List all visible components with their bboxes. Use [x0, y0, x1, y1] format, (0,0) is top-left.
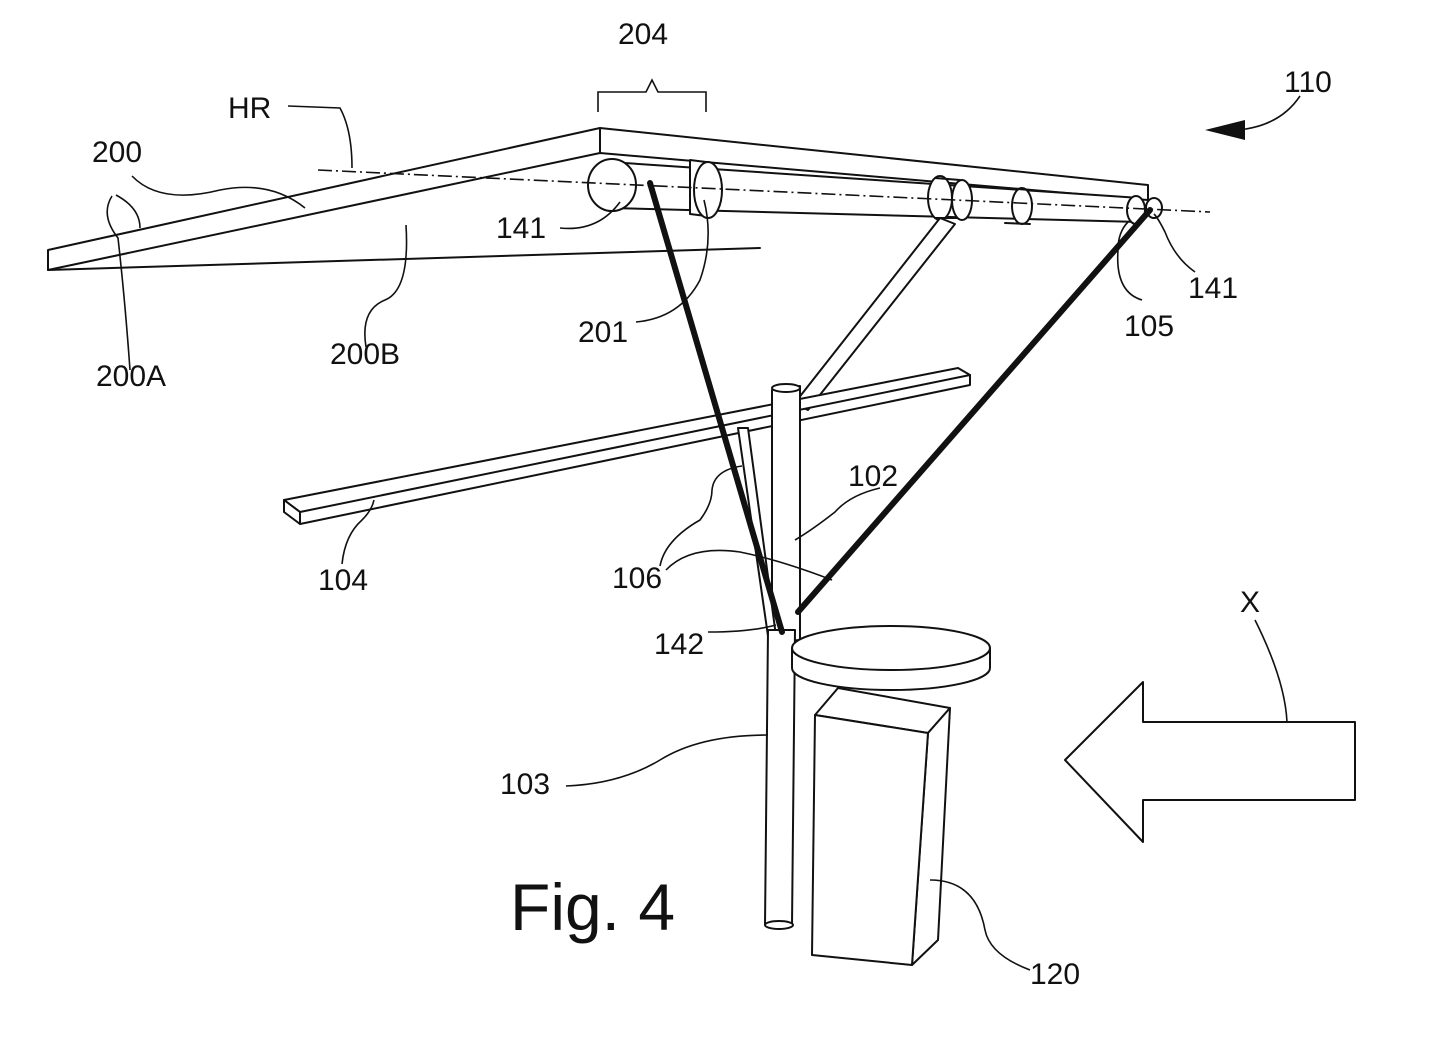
label-142: 142 [654, 628, 704, 661]
label-106: 106 [612, 562, 662, 595]
brace-106 [738, 428, 776, 636]
pole-103 [765, 630, 795, 925]
label-200b: 200B [330, 338, 400, 371]
label-102: 102 [848, 460, 898, 493]
wind-arrow-x [1065, 682, 1355, 842]
label-120: 120 [1030, 958, 1080, 991]
label-204: 204 [618, 18, 668, 51]
label-200: 200 [92, 136, 142, 169]
label-hr: HR [228, 92, 271, 125]
label-200a: 200A [96, 360, 166, 393]
figure-caption: Fig. 4 [510, 870, 675, 944]
label-104: 104 [318, 564, 368, 597]
label-110: 110 [1284, 66, 1332, 99]
arrow-110 [1205, 96, 1300, 140]
cross-beam-104 [284, 368, 970, 524]
label-141-left: 141 [496, 212, 546, 245]
label-x: X [1240, 586, 1260, 619]
cable-right [798, 210, 1150, 612]
label-105: 105 [1124, 310, 1174, 343]
label-103: 103 [500, 768, 550, 801]
box-120 [812, 688, 950, 965]
bracket-204 [598, 80, 706, 112]
label-201: 201 [578, 316, 628, 349]
turntable-disc [792, 626, 990, 690]
leader-lines [107, 106, 1287, 970]
label-141-right: 141 [1188, 272, 1238, 305]
